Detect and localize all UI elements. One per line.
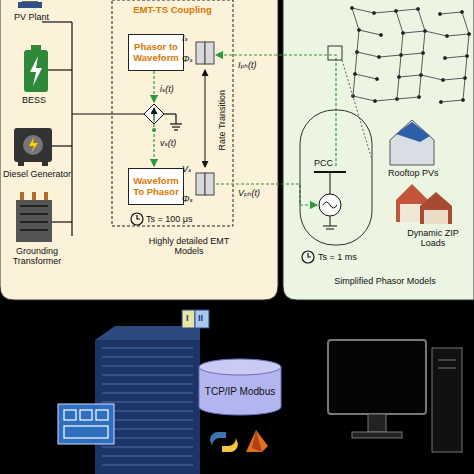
signal-name: Φₛ (182, 54, 193, 64)
signal-name: vₛ(t) (160, 138, 176, 148)
component-label: PV Plant (14, 12, 49, 22)
signal-name: Φₛ (182, 194, 193, 204)
component-label: BESS (22, 95, 46, 105)
timestep-label: Ts = 1 ms (318, 252, 357, 262)
node-text: Highly detailed EMT Models (134, 236, 244, 257)
timestep-label: Ts = 100 μs (146, 214, 192, 224)
signal-name: Vₛ (182, 164, 191, 174)
component-label: Rooftop PVs (388, 168, 439, 178)
signal-name: Iₛ (182, 33, 188, 43)
component-label: Diesel Generator (3, 169, 71, 179)
signal-name: Iₚₕ(t) (238, 60, 256, 70)
node-text: Phasor to Waveform (129, 42, 183, 64)
signal-name: iₛ(t) (160, 84, 174, 94)
badge-number: I (186, 313, 189, 323)
comm-cylinder: TCP/IP Modbus (198, 358, 282, 416)
process-box: Phasor to Waveform (128, 34, 184, 71)
bus-label: PCC (314, 158, 333, 168)
signal-name: Vₚₕ(t) (238, 188, 260, 198)
rate-label: Rate Transition (217, 90, 227, 151)
component-label: Grounding Transformer (6, 246, 68, 267)
component-label: Dynamic ZIP Loads (396, 228, 470, 249)
phasor-panel: Simplified Phasor Models (283, 0, 474, 300)
node-text: Waveform To Phasor (129, 176, 183, 198)
node-text: TCP/IP Modbus (203, 386, 277, 398)
node-text: Simplified Phasor Models (300, 276, 470, 286)
badge-number: II (198, 313, 203, 323)
node-text: EMT-TS Coupling (112, 5, 233, 16)
coupling-box: EMT-TS CouplingPhasor to WaveformWavefor… (112, 0, 233, 226)
process-box: Waveform To Phasor (128, 168, 184, 205)
